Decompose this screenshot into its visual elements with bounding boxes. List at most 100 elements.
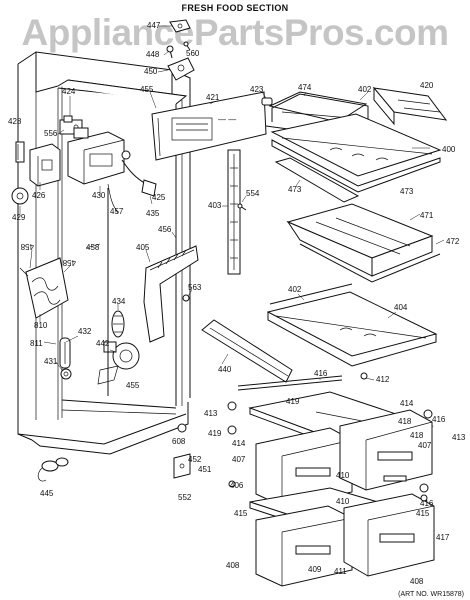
callout-408-b: 408	[410, 577, 424, 586]
callout-457: 457	[110, 207, 124, 216]
callout-430: 430	[92, 191, 106, 200]
callout-556: 556	[44, 129, 58, 138]
callout-412: 412	[376, 375, 390, 384]
callout-421: 421	[206, 93, 220, 102]
callout-411: 411	[334, 567, 347, 576]
wire-harness-425	[107, 159, 157, 213]
callout-423: 423	[250, 85, 264, 94]
shelf-frame-400	[270, 113, 442, 193]
callout-414-b: 414	[400, 399, 414, 408]
callout-416-right: 416	[432, 415, 446, 424]
shelf-ladder-403	[227, 149, 241, 275]
callout-407-b: 407	[418, 441, 432, 450]
callout-419-a: 419	[286, 397, 300, 406]
callout-410-a: 410	[336, 471, 350, 480]
callout-402: 402	[358, 85, 372, 94]
callout-403: 403	[208, 201, 222, 210]
callout-405: 405	[136, 243, 150, 252]
diagram-title: FRESH FOOD SECTION	[181, 3, 289, 13]
drawer-hardware	[37, 401, 433, 502]
callout-455-lower: 455	[126, 381, 140, 390]
callout-417: 417	[436, 533, 450, 542]
fan-motor-442	[97, 341, 140, 385]
crisper-cover-472	[299, 243, 441, 283]
callout-432: 432	[78, 327, 92, 336]
watermark-logo: AppliancePartsPros.com	[21, 12, 449, 53]
callout-442: 442	[96, 339, 110, 348]
callout-472: 472	[446, 237, 460, 246]
evaporator-cover-810	[19, 257, 69, 319]
callout-420: 420	[420, 81, 434, 90]
callout-552: 552	[178, 493, 192, 502]
rod-416	[237, 375, 343, 391]
callout-419-b: 419	[208, 429, 222, 438]
shelf-support-405	[143, 245, 199, 343]
callout-450: 450	[144, 67, 158, 76]
meat-pan-420	[372, 86, 448, 126]
callout-445: 445	[40, 489, 54, 498]
screw-554	[237, 203, 247, 211]
callout-400: 400	[442, 145, 456, 154]
callout-473-left: 473	[288, 185, 302, 194]
control-box-426	[29, 143, 61, 187]
callout-410-b: 410	[336, 497, 350, 506]
drawer-407-right	[339, 409, 433, 491]
callout-434: 434	[112, 297, 126, 306]
art-number: (ART NO. WR15878)	[398, 591, 464, 598]
callout-608: 608	[172, 437, 186, 446]
drawer-408-left	[255, 505, 353, 587]
callout-471: 471	[420, 211, 434, 220]
panel-440	[201, 319, 293, 383]
callout-425: 425	[152, 193, 166, 202]
callout-415-a: 415	[234, 509, 248, 518]
callout-labels: 447 560 448 450 455 421 423 474 402 420 …	[8, 21, 466, 586]
callout-413-a: 413	[204, 409, 218, 418]
callout-415-b: 415	[416, 509, 430, 518]
callout-409: 409	[308, 565, 322, 574]
callout-812b: 458	[62, 258, 76, 267]
callout-554: 554	[246, 189, 260, 198]
screw-412	[360, 372, 368, 380]
leader-lines	[17, 25, 445, 381]
callout-452: 452	[188, 455, 202, 464]
knob-429	[11, 187, 29, 205]
callout-414-a: 414	[232, 439, 246, 448]
drawer-408-right	[343, 493, 435, 577]
callout-418-b: 418	[410, 431, 424, 440]
shelf-rail-473	[274, 157, 360, 203]
callout-402-lower: 402	[288, 285, 302, 294]
callout-455: 455	[140, 85, 154, 94]
svg-text:— —: — —	[218, 115, 236, 124]
callout-456: 456	[158, 225, 172, 234]
callout-448: 448	[146, 50, 160, 59]
callout-474: 474	[298, 83, 312, 92]
callout-413-right: 413	[452, 433, 466, 442]
callout-473-right: 473	[400, 187, 414, 196]
callout-451: 451	[198, 465, 212, 474]
hinge-bracket-447	[169, 19, 191, 33]
callout-812: 458	[20, 242, 34, 251]
screw-563	[182, 294, 190, 302]
callout-406: 406	[230, 481, 244, 490]
grommet-431	[60, 368, 72, 380]
timer-bracket-428	[15, 141, 25, 163]
callout-418-a: 418	[398, 417, 412, 426]
damper-434	[111, 310, 125, 338]
callout-424: 424	[62, 87, 76, 96]
crisper-tray-471	[286, 203, 434, 277]
callout-416-top: 416	[314, 369, 328, 378]
callout-428: 428	[8, 117, 22, 126]
glass-shelf-404	[266, 283, 438, 367]
control-housing-421: — —	[151, 91, 267, 161]
thermostat-430	[67, 127, 131, 185]
callout-563: 563	[188, 283, 202, 292]
callout-440: 440	[218, 365, 232, 374]
callout-810: 810	[34, 321, 48, 330]
callout-447: 447	[147, 21, 161, 30]
callout-416-lower: 416	[420, 499, 434, 508]
callout-435: 435	[146, 209, 160, 218]
callout-431: 431	[44, 357, 58, 366]
callout-404: 404	[394, 303, 408, 312]
callout-426: 426	[32, 191, 46, 200]
